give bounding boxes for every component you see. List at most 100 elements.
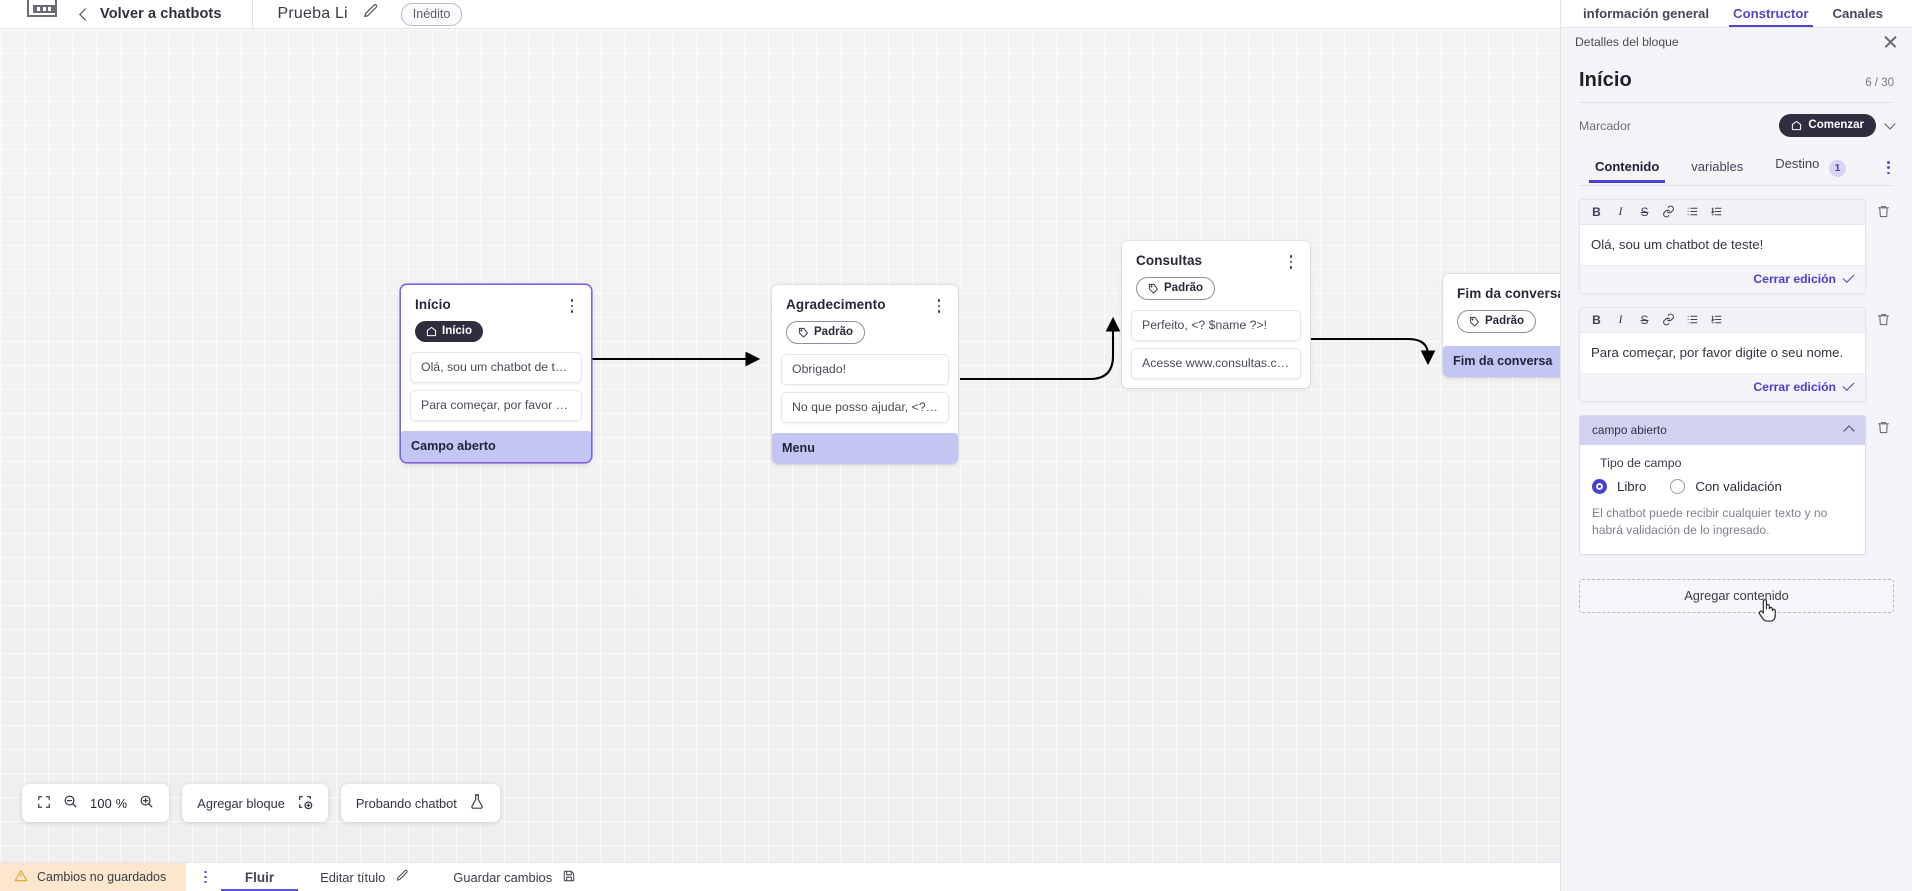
editor-text[interactable]: Olá, sou um chatbot de teste! xyxy=(1591,236,1764,252)
bottom-kebab-menu-icon[interactable] xyxy=(204,870,207,884)
close-icon[interactable] xyxy=(1883,34,1898,49)
node-rows: Fim da conversa xyxy=(1443,333,1560,377)
flow-node-inicio[interactable]: Início Início Olá, sou um chatbot de tes… xyxy=(401,285,591,462)
node-field[interactable]: Campo aberto xyxy=(401,431,591,462)
node-tag-label: Padrão xyxy=(1485,315,1524,327)
edit-title-label: Editar título xyxy=(320,869,386,885)
zoom-controls[interactable]: 100 % xyxy=(22,784,170,822)
node-message[interactable]: Acesse www.consultas.com par... xyxy=(1131,348,1301,379)
zoom-out-icon[interactable] xyxy=(63,794,78,812)
bullet-list-icon[interactable] xyxy=(1682,310,1703,330)
tab-fluir-label: Fluir xyxy=(244,869,275,885)
node-tag: Início xyxy=(415,321,484,342)
italic-icon[interactable]: I xyxy=(1618,312,1623,327)
node-menu-button[interactable] xyxy=(1284,254,1298,270)
divider xyxy=(1579,184,1894,186)
bottom-bar: Cambios no guardados Fluir Editar título… xyxy=(0,862,1560,891)
tab-contenido[interactable]: Contenido xyxy=(1579,153,1675,183)
close-edit-button[interactable]: Cerrar edición xyxy=(1580,264,1865,293)
node-field[interactable]: Menu xyxy=(772,433,958,464)
node-tag-label: Padrão xyxy=(814,326,853,338)
flow-node-fim-da-conversa[interactable]: Fim da conversa Padrão Fim da conversa xyxy=(1443,274,1560,377)
panel-tab-bar: información general Constructor Canales xyxy=(1561,0,1912,28)
bold-icon[interactable]: B xyxy=(1592,312,1601,327)
trash-icon[interactable] xyxy=(1872,201,1894,223)
node-message[interactable]: Para começar, por favor digite o ... xyxy=(410,390,582,421)
content-card: B I S Olá, sou um chatbot de teste! Cer xyxy=(1579,198,1894,294)
radio-libro[interactable] xyxy=(1592,478,1607,494)
add-content-label: Agregar contenido xyxy=(1684,588,1789,604)
app-logo-icon[interactable] xyxy=(25,0,59,29)
marker-pill-comenzar[interactable]: Comenzar xyxy=(1779,114,1876,137)
flow-canvas[interactable]: Início Início Olá, sou um chatbot de tes… xyxy=(0,29,1560,862)
tag-icon xyxy=(1148,283,1158,294)
tab-variables[interactable]: variables xyxy=(1675,153,1759,183)
test-chatbot-label: Probando chatbot xyxy=(355,795,457,811)
node-header: Fim da conversa Padrão xyxy=(1443,274,1560,333)
open-field-title: campo abierto xyxy=(1592,422,1667,437)
trash-icon[interactable] xyxy=(1872,417,1894,439)
radio-con-validacion[interactable] xyxy=(1670,478,1686,494)
add-block-icon xyxy=(297,794,313,813)
node-message[interactable]: Olá, sou um chatbot de teste! xyxy=(410,352,582,383)
numbered-list-icon[interactable] xyxy=(1706,310,1727,330)
node-field[interactable]: Fim da conversa xyxy=(1443,346,1560,377)
numbered-list-icon[interactable] xyxy=(1706,202,1727,222)
marker-row: Marcador Comenzar xyxy=(1579,103,1896,147)
open-field-header[interactable]: campo abierto xyxy=(1580,415,1865,445)
node-tag-label: Padrão xyxy=(1164,282,1203,294)
node-tag: Padrão xyxy=(786,321,865,344)
strikethrough-icon[interactable]: S xyxy=(1640,204,1649,219)
pencil-icon[interactable] xyxy=(362,3,379,25)
panel-subtitle-bar: Detalles del bloque xyxy=(1561,28,1912,55)
block-title-row: Início 6 / 30 xyxy=(1579,55,1894,103)
node-menu-button[interactable] xyxy=(565,298,579,314)
add-block-button[interactable]: Agregar bloque xyxy=(182,784,328,822)
field-type-options: Libro Con validación xyxy=(1592,478,1853,494)
node-message[interactable]: No que posso ajudar, <? $name ... xyxy=(781,392,949,423)
marker-label: Marcador xyxy=(1579,118,1631,133)
content-kebab-menu-icon[interactable] xyxy=(1887,161,1894,175)
tab-fluir[interactable]: Fluir xyxy=(220,863,299,891)
field-type-label: Tipo de campo xyxy=(1600,455,1682,470)
flow-node-agradecimento[interactable]: Agradecimento Padrão Obrigado! No que po… xyxy=(772,285,958,464)
link-icon[interactable] xyxy=(1658,310,1679,330)
italic-icon[interactable]: I xyxy=(1618,204,1623,218)
zoom-in-icon[interactable] xyxy=(139,794,154,812)
node-message[interactable]: Obrigado! xyxy=(781,354,949,385)
save-changes-label: Guardar cambios xyxy=(453,869,553,885)
tab-canales[interactable]: Canales xyxy=(1821,6,1896,27)
close-edit-button[interactable]: Cerrar edición xyxy=(1580,372,1865,401)
node-tag: Padrão xyxy=(1457,310,1536,333)
add-content-button[interactable]: Agregar contenido xyxy=(1579,578,1894,622)
trash-icon[interactable] xyxy=(1872,309,1894,331)
chevron-down-icon[interactable] xyxy=(1884,117,1896,130)
strikethrough-icon[interactable]: S xyxy=(1640,312,1649,327)
save-changes-button[interactable]: Guardar cambios xyxy=(431,869,598,886)
bullet-list-icon[interactable] xyxy=(1682,202,1703,222)
rich-text-editor[interactable]: B I S Para começar, por favor digite o s… xyxy=(1579,306,1866,402)
tab-constructor[interactable]: Constructor xyxy=(1721,6,1820,27)
node-title: Agradecimento xyxy=(786,297,886,312)
canvas-toolbar: 100 % Agregar bloque Probando chatbot xyxy=(22,784,500,822)
chevron-up-icon[interactable] xyxy=(1843,425,1855,437)
chevron-left-icon xyxy=(79,7,92,21)
rich-text-editor[interactable]: B I S Olá, sou um chatbot de teste! Cer xyxy=(1579,198,1866,294)
test-chatbot-button[interactable]: Probando chatbot xyxy=(340,784,500,822)
tab-informacion-general[interactable]: información general xyxy=(1571,6,1721,27)
node-menu-button[interactable] xyxy=(932,298,946,314)
tab-destino[interactable]: Destino 1 xyxy=(1759,150,1862,186)
edit-title-button[interactable]: Editar título xyxy=(298,869,431,886)
node-header: Consultas Padrão xyxy=(1122,241,1310,300)
node-message[interactable]: Perfeito, <? $name ?>! xyxy=(1131,310,1301,341)
link-icon[interactable] xyxy=(1658,202,1679,222)
back-to-chatbots-button[interactable]: Volver a chatbots xyxy=(79,6,222,22)
editor-text[interactable]: Para começar, por favor digite o seu nom… xyxy=(1591,344,1844,360)
editor-toolbar: B I S xyxy=(1580,199,1865,225)
divider xyxy=(251,0,253,29)
fit-screen-icon[interactable] xyxy=(37,795,51,812)
block-counter: 6 / 30 xyxy=(1865,77,1894,89)
flow-node-consultas[interactable]: Consultas Padrão Perfeito, <? $name ?>! … xyxy=(1122,241,1310,388)
bold-icon[interactable]: B xyxy=(1592,204,1601,219)
unsaved-changes-label: Cambios no guardados xyxy=(37,870,167,884)
